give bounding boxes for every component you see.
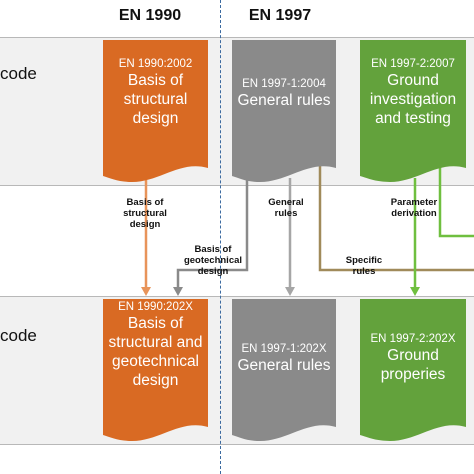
document-en1997-1-2004: EN 1997-1:2004 General rules — [232, 78, 336, 110]
row-divider — [0, 37, 474, 38]
column-divider — [220, 0, 221, 474]
document-en1990-202x: EN 1990:202X Basis of structural and geo… — [103, 301, 208, 390]
edge-label-specific-rules: Specific rules — [345, 255, 383, 277]
edge-label-basis-structural: Basis of structural design — [123, 197, 167, 230]
arrowhead — [173, 287, 183, 296]
document-title: Ground properies — [380, 347, 446, 383]
row-divider — [0, 296, 474, 297]
arrowhead — [410, 287, 420, 296]
document-title: Ground investigation and testing — [369, 72, 457, 127]
row-label-future: code — [0, 326, 37, 345]
arrow-basis-geotechnical — [176, 178, 249, 292]
document-title: Basis of structural design — [123, 72, 188, 127]
arrow-green-right — [438, 160, 474, 238]
document-code: EN 1997-2:202X — [370, 333, 456, 345]
column-header-en1990: EN 1990 — [118, 7, 182, 24]
arrowhead — [285, 287, 295, 296]
arrowhead — [141, 287, 151, 296]
document-en1997-2-2007: EN 1997-2:2007 Ground investigation and … — [360, 58, 466, 128]
document-code: EN 1997-1:202X — [241, 343, 327, 355]
edge-label-parameter-derivation: Parameter derivation — [390, 197, 438, 219]
document-code: EN 1997-1:2004 — [242, 78, 326, 90]
row-divider — [0, 444, 474, 445]
document-code: EN 1997-2:2007 — [371, 58, 455, 70]
document-en1997-2-202x: EN 1997-2:202X Ground properies — [360, 333, 466, 384]
document-title: Basis of structural and geotechnical des… — [108, 315, 203, 389]
column-header-en1997: EN 1997 — [248, 7, 312, 24]
document-en1997-1-202x: EN 1997-1:202X General rules — [232, 343, 336, 375]
document-code: EN 1990:202X — [118, 301, 193, 313]
row-divider — [0, 185, 474, 186]
edge-label-general-rules: General rules — [268, 197, 304, 219]
arrow-specific-rules — [318, 155, 474, 272]
document-en1990-2002: EN 1990:2002 Basis of structural design — [103, 58, 208, 128]
row-label-current: code — [0, 64, 37, 83]
document-code: EN 1990:2002 — [118, 58, 193, 70]
document-title: General rules — [237, 92, 331, 109]
edge-label-basis-geotechnical: Basis of geotechnical design — [183, 244, 243, 277]
document-title: General rules — [237, 357, 331, 374]
